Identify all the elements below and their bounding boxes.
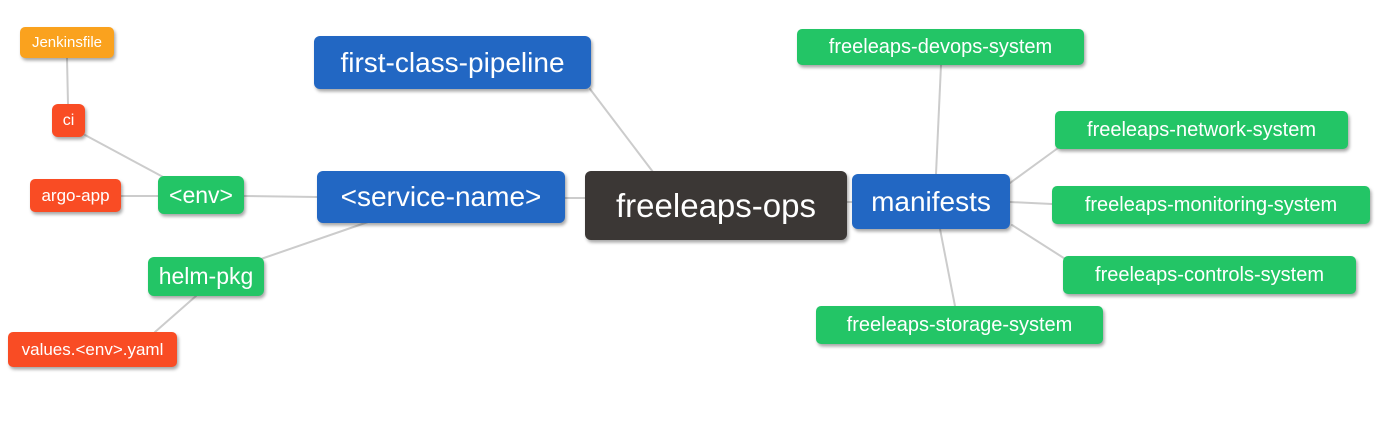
edge-values-helmpkg [154, 295, 197, 333]
edge-jenkinsfile-ci [66, 57, 69, 105]
edge-pipeline-ops [589, 88, 654, 173]
edge-manifests-storage [939, 228, 956, 307]
node-first-class-pipeline[interactable]: first-class-pipeline [314, 36, 591, 89]
edge-env-servicename [243, 195, 318, 198]
node-freeleaps-ops[interactable]: freeleaps-ops [585, 171, 847, 240]
node-values-env-yaml[interactable]: values.<env>.yaml [8, 332, 177, 367]
edge-manifests-devops [935, 64, 942, 175]
node-storage-system[interactable]: freeleaps-storage-system [816, 306, 1103, 344]
edge-manifests-controls [1011, 224, 1071, 263]
node-network-system[interactable]: freeleaps-network-system [1055, 111, 1348, 149]
node-env[interactable]: <env> [158, 176, 244, 214]
node-controls-system[interactable]: freeleaps-controls-system [1063, 256, 1356, 294]
edge-helmpkg-servicename [257, 221, 369, 261]
node-helm-pkg[interactable]: helm-pkg [148, 257, 264, 296]
node-monitoring-system[interactable]: freeleaps-monitoring-system [1052, 186, 1370, 224]
node-argo-app[interactable]: argo-app [30, 179, 121, 212]
edge-ci-env [84, 134, 166, 179]
node-ci[interactable]: ci [52, 104, 85, 137]
edge-manifests-monitoring [1009, 201, 1053, 205]
node-devops-system[interactable]: freeleaps-devops-system [797, 29, 1084, 65]
node-jenkinsfile[interactable]: Jenkinsfile [20, 27, 114, 58]
node-manifests[interactable]: manifests [852, 174, 1010, 229]
node-service-name[interactable]: <service-name> [317, 171, 565, 223]
edge-manifests-network [1009, 147, 1059, 184]
